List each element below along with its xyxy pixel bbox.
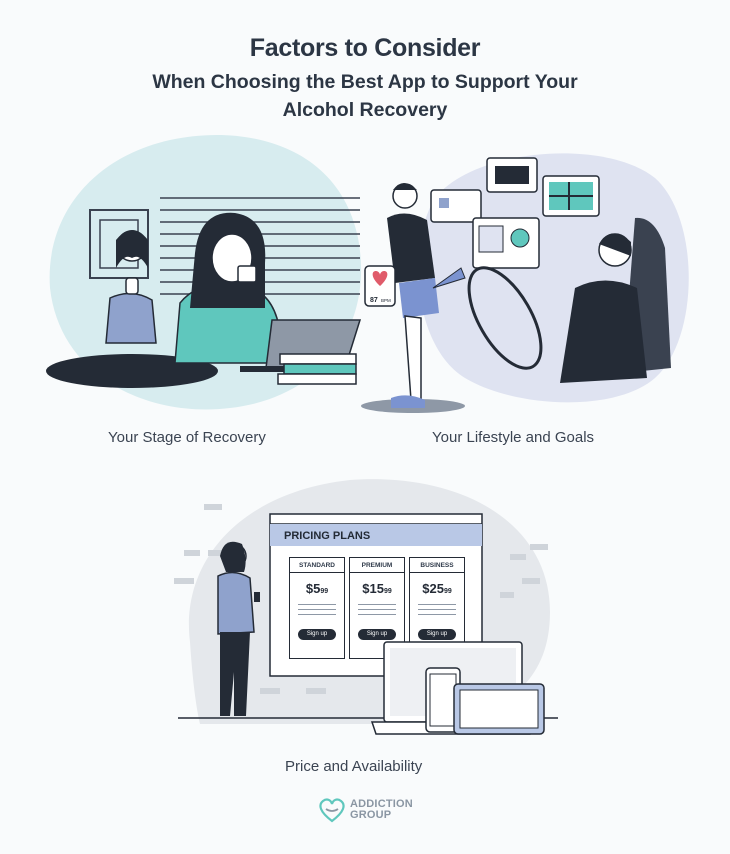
caption-lifestyle-and-goals: Your Lifestyle and Goals <box>432 429 595 446</box>
plan-name: STANDARD <box>290 562 344 573</box>
driver-icon <box>467 217 671 383</box>
plan-premium: PREMIUM $1599 Sign up <box>349 557 405 659</box>
plan-price: $15 <box>362 581 384 596</box>
meditating-woman-icon <box>46 230 218 388</box>
books-stack-icon <box>277 353 357 385</box>
heart-logo-icon <box>319 798 345 823</box>
devices-illustration <box>370 641 545 735</box>
woman-drinking-coffee-icon <box>174 212 281 364</box>
woman-with-phone-icon <box>217 541 260 716</box>
page-subtitle: When Choosing the Best App to Support Yo… <box>152 71 578 121</box>
plan-cents: 99 <box>320 588 329 595</box>
bpm-value: 87 <box>370 297 378 304</box>
bpm-unit: BPM <box>381 298 391 303</box>
pricing-plans-header: PRICING PLANS <box>284 530 371 542</box>
runner-icon <box>387 183 466 408</box>
illustration-lifestyle-and-goals: 87 BPM <box>361 153 689 413</box>
plan-price: $25 <box>422 581 444 596</box>
plan-name: BUSINESS <box>410 562 464 573</box>
music-card-icon <box>430 189 482 223</box>
plan-standard: STANDARD $599 Sign up <box>289 557 345 659</box>
signup-button[interactable]: Sign up <box>358 629 396 640</box>
map-card-icon <box>542 175 600 217</box>
addiction-group-logo: ADDICTION GROUP <box>318 797 413 823</box>
plan-price: $5 <box>305 581 321 596</box>
caption-price-and-availability: Price and Availability <box>285 758 423 775</box>
video-call-card-icon <box>472 217 540 269</box>
plan-cents: 99 <box>383 588 392 595</box>
logo-line-1: ADDICTION <box>350 798 413 810</box>
calendar-card-icon <box>486 157 538 193</box>
smartphone-icon <box>425 667 461 733</box>
signup-button[interactable]: Sign up <box>418 629 456 640</box>
logo-line-2: GROUP <box>350 809 392 821</box>
signup-button[interactable]: Sign up <box>298 629 336 640</box>
tablet-icon <box>453 683 545 735</box>
heart-icon <box>372 271 388 286</box>
caption-stage-of-recovery: Your Stage of Recovery <box>108 429 266 446</box>
heart-rate-watch-icon: 87 BPM <box>364 265 396 307</box>
plan-cents: 99 <box>443 588 452 595</box>
illustration-stage-of-recovery <box>46 135 362 410</box>
brick-wall-decoration <box>174 504 548 694</box>
page-title: Factors to Consider <box>249 34 481 62</box>
plan-name: PREMIUM <box>350 562 404 573</box>
